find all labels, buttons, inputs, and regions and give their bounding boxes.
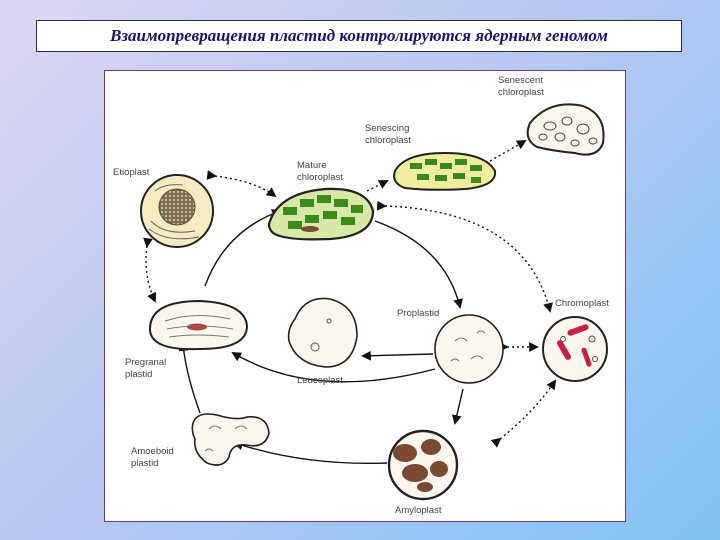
- arrow-amyloplast-chromoplast: [490, 379, 557, 448]
- senescing-chloroplast: [393, 151, 497, 191]
- amyloplast: [387, 429, 459, 501]
- arrow-proplastid-to-amyloplast: [452, 388, 464, 425]
- arrow-proplastid-to-pregranal: [231, 352, 436, 383]
- chromoplast: [542, 316, 608, 382]
- label-senescing-1: Senescing: [365, 123, 409, 134]
- pregranal-plastid: [148, 299, 249, 351]
- proplastid: [434, 314, 504, 384]
- label-leucoplast: Leucoplast: [297, 375, 343, 386]
- arrow-etioplast-pregranal: [143, 237, 157, 303]
- amoeboid-plastid: [191, 413, 270, 466]
- title-box: Взаимопревращения пластид контролируются…: [36, 20, 682, 52]
- arrow-mature-chromoplast: [376, 200, 553, 313]
- arrow-mature-to-proplastid: [374, 220, 463, 309]
- label-pregranal-2: plastid: [125, 369, 152, 380]
- mature-chloroplast: [267, 187, 375, 241]
- label-mature-1: Mature: [297, 160, 327, 171]
- leucoplast: [287, 297, 358, 368]
- arrow-proplastid-to-leucoplast: [361, 350, 434, 361]
- arrow-amoeboid-to-pregranal: [178, 341, 201, 414]
- label-amyloplast: Amyloplast: [395, 505, 442, 516]
- label-amoeboid-2: plastid: [131, 458, 158, 469]
- label-amoeboid-1: Amoeboid: [131, 446, 174, 457]
- arrow-mature-to-senescing: [366, 180, 389, 192]
- plastid-diagram: Senescent chloroplast Senescing chloropl…: [104, 70, 626, 522]
- senescent-chloroplast: [526, 103, 605, 156]
- label-pregranal-1: Pregranal: [125, 357, 166, 368]
- label-proplastid: Proplastid: [397, 308, 439, 319]
- label-senescing-2: chloroplast: [365, 135, 411, 146]
- plastid-diagram-svg: Senescent chloroplast Senescing chloropl…: [113, 75, 609, 516]
- slide-title: Взаимопревращения пластид контролируются…: [110, 26, 608, 45]
- etioplast: [140, 174, 214, 248]
- arrow-senescing-to-senescent: [489, 140, 527, 162]
- label-senescent-1: Senescent: [498, 75, 543, 86]
- arrow-pregranal-to-mature: [204, 209, 282, 287]
- label-senescent-2: chloroplast: [498, 87, 544, 98]
- label-mature-2: chloroplast: [297, 172, 343, 183]
- arrow-etioplast-mature: [206, 170, 277, 198]
- arrow-amyloplast-to-amoeboid: [233, 440, 388, 465]
- label-etioplast: Etioplast: [113, 167, 150, 178]
- label-chromoplast: Chromoplast: [555, 298, 609, 309]
